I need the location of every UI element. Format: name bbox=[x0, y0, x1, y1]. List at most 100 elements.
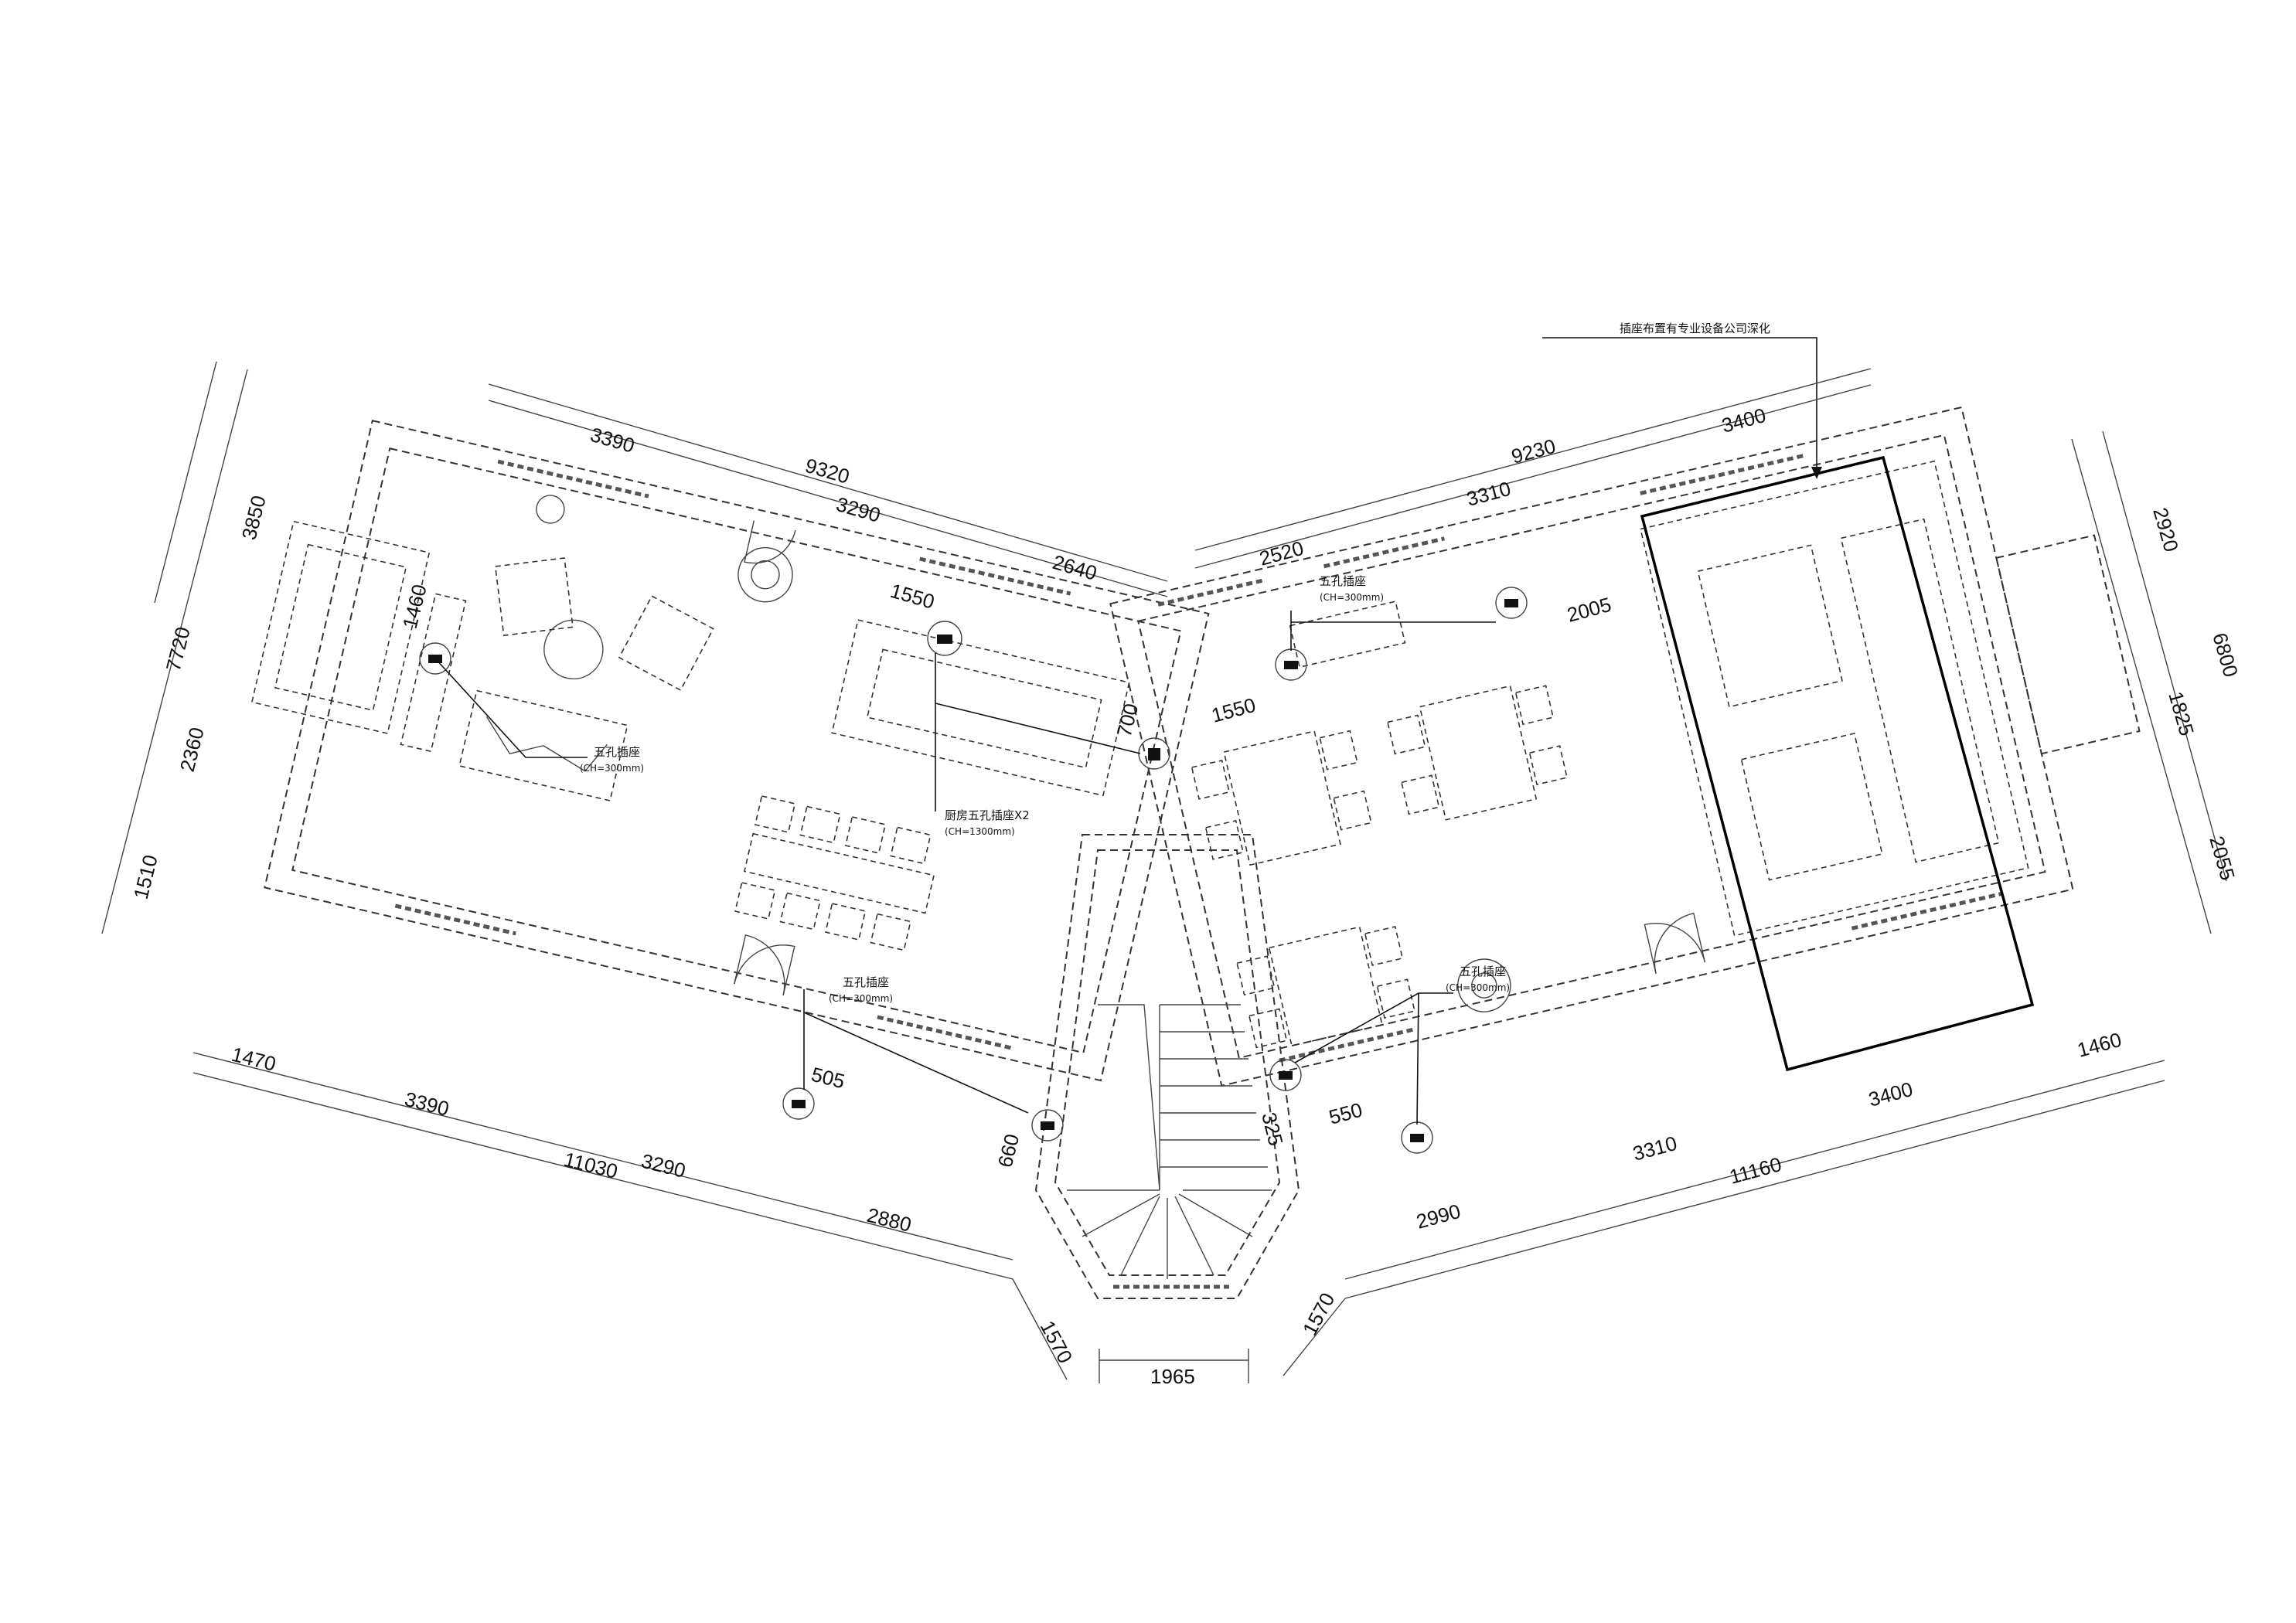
dim-label: 3390 bbox=[588, 423, 637, 458]
socket-symbol bbox=[1284, 661, 1298, 669]
dim-label: 660 bbox=[993, 1131, 1024, 1169]
leader-line bbox=[803, 1012, 1029, 1114]
dim-label: 2990 bbox=[1414, 1199, 1463, 1233]
plant bbox=[1457, 958, 1511, 1012]
door-swing bbox=[744, 520, 796, 564]
sofa-cushion bbox=[485, 716, 608, 772]
dim-label: 2055 bbox=[2205, 833, 2240, 883]
window bbox=[877, 1015, 1013, 1050]
dim-label: 2880 bbox=[865, 1203, 914, 1237]
socket-group-b: 五孔插座 (CH=300mm) bbox=[782, 975, 1064, 1142]
dining-set-2 bbox=[1387, 685, 1569, 821]
socket-symbol bbox=[937, 635, 952, 644]
dim-label: 1570 bbox=[1036, 1317, 1078, 1367]
dim-label: 505 bbox=[809, 1063, 847, 1094]
right-wing bbox=[1109, 406, 2141, 1087]
dim-left-side: 7720 3850 2360 1510 bbox=[101, 361, 271, 934]
dim-label: 3850 bbox=[237, 493, 271, 542]
dim-label: 3290 bbox=[639, 1149, 688, 1182]
dim-label: 2640 bbox=[1050, 550, 1099, 585]
dining-set-3 bbox=[1236, 926, 1415, 1049]
dim-label: 2520 bbox=[1257, 536, 1306, 570]
socket-icon bbox=[1495, 587, 1528, 619]
dim-label: 9230 bbox=[1509, 434, 1558, 468]
side-bay bbox=[1995, 534, 2141, 755]
highlight-equipment-area bbox=[1640, 455, 2035, 1072]
window bbox=[1851, 891, 2003, 931]
door-swing bbox=[734, 934, 785, 995]
dining-chairs-left bbox=[734, 795, 935, 951]
socket-icon bbox=[927, 621, 962, 656]
dim-top-left: 3390 9320 3290 2640 bbox=[488, 383, 1168, 597]
door-swing bbox=[1644, 923, 1706, 974]
wall-cabinet-inner bbox=[274, 543, 407, 711]
window bbox=[1157, 578, 1265, 607]
socket-group-d: 五孔插座 (CH=300mm) bbox=[1269, 965, 1510, 1154]
stair-core-outline bbox=[1034, 834, 1300, 1299]
dim-label: 11160 bbox=[1727, 1152, 1784, 1189]
equipment-rack bbox=[1840, 518, 2000, 863]
door-swing bbox=[1654, 912, 1706, 974]
stair-treads bbox=[1067, 1004, 1272, 1279]
window bbox=[919, 556, 1071, 596]
dim-label: 700 bbox=[1112, 701, 1143, 739]
left-wing bbox=[250, 420, 1210, 1082]
note-leader-line bbox=[1542, 337, 1817, 475]
dim-label: 1460 bbox=[2075, 1028, 2124, 1062]
dim-label: 1550 bbox=[887, 579, 937, 614]
socket-symbol bbox=[1148, 748, 1160, 760]
dim-label: 11030 bbox=[562, 1148, 621, 1183]
leader-line bbox=[434, 658, 588, 758]
dim-label: 2005 bbox=[1565, 593, 1614, 627]
dim-top-right: 9230 3400 3310 2520 2005 1550 bbox=[1194, 368, 1872, 727]
dim-label: 2360 bbox=[175, 725, 209, 774]
dim-label: 1510 bbox=[129, 852, 162, 901]
kitchen-socket-title: 厨房五孔插座X2 bbox=[945, 808, 1030, 822]
socket-b-title: 五孔插座 bbox=[843, 975, 889, 989]
dining-set-1 bbox=[1191, 730, 1372, 866]
dim-label: 2920 bbox=[2148, 505, 2183, 554]
socket-group-kitchen: 厨房五孔插座X2 (CH=1300mm) bbox=[927, 621, 1170, 837]
socket-symbol bbox=[1279, 1071, 1293, 1080]
dim-bottom-right: 1460 3400 11160 3310 2990 1570 bbox=[1283, 1028, 2165, 1376]
arrow-head bbox=[1811, 467, 1822, 479]
window bbox=[394, 903, 516, 936]
socket-group-a: 五孔插座 (CH=300mm) bbox=[419, 642, 644, 774]
socket-icon bbox=[419, 642, 451, 675]
dim-label: 1550 bbox=[1209, 693, 1259, 727]
kitchen-counter bbox=[831, 619, 1130, 797]
floor-lamp bbox=[536, 495, 565, 524]
equipment-block bbox=[1697, 544, 1843, 708]
socket-symbol bbox=[1410, 1134, 1424, 1142]
stair-core bbox=[1034, 834, 1300, 1299]
socket-a-title: 五孔插座 bbox=[594, 745, 640, 759]
dim-label: 3310 bbox=[1464, 477, 1514, 511]
socket-b-sub: (CH=300mm) bbox=[829, 993, 893, 1004]
wall-cabinet bbox=[250, 520, 431, 734]
socket-icon bbox=[1031, 1109, 1064, 1142]
socket-symbol bbox=[1504, 599, 1518, 607]
dim-label: 3400 bbox=[1866, 1077, 1916, 1111]
window bbox=[1279, 1027, 1415, 1063]
sideboard bbox=[1289, 601, 1406, 669]
plant-inner bbox=[1471, 972, 1497, 999]
top-note: 插座布置有专业设备公司深化 bbox=[1620, 322, 1770, 335]
dim-bottom-center: 1965 325 550 bbox=[1099, 1098, 1364, 1388]
window bbox=[1640, 453, 1807, 495]
plant-inner bbox=[751, 560, 780, 590]
dim-label: 6800 bbox=[2208, 630, 2243, 679]
socket-c-title: 五孔插座 bbox=[1320, 574, 1366, 588]
dim-label: 325 bbox=[1257, 1110, 1288, 1148]
dim-label: 3390 bbox=[403, 1087, 451, 1121]
socket-a-sub: (CH=300mm) bbox=[580, 763, 644, 774]
socket-group-c: 五孔插座 (CH=300mm) bbox=[1275, 574, 1528, 681]
dim-upper-left-small: 1460 1550 700 bbox=[398, 579, 1143, 740]
leader-line bbox=[1416, 992, 1419, 1125]
kitchen-counter-inner bbox=[866, 648, 1102, 769]
equipment-block bbox=[1740, 733, 1883, 881]
sofa bbox=[458, 689, 629, 801]
socket-icon bbox=[782, 1087, 815, 1120]
dim-label: 3290 bbox=[833, 492, 883, 527]
socket-c-sub: (CH=300mm) bbox=[1320, 592, 1384, 603]
